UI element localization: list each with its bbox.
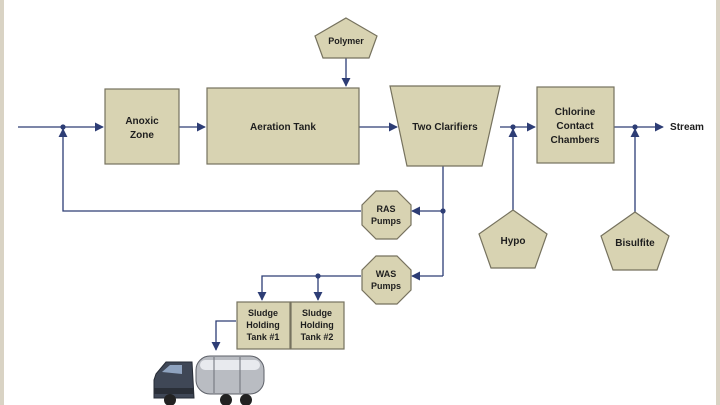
sludge-tank2-label-line2: Holding [300, 320, 334, 330]
hypo-label: Hypo [501, 236, 526, 247]
ras-pumps-octagon: RAS Pumps [361, 190, 412, 240]
was-pumps-octagon: WAS Pumps [361, 255, 412, 305]
chlorine-label-line1: Chlorine [555, 107, 596, 118]
sludge-tank2-label-line1: Sludge [302, 308, 332, 318]
sludge-truck-icon [153, 355, 265, 405]
right-frame-edge [716, 0, 720, 405]
ras-pumps-label-line1: RAS [376, 204, 395, 214]
left-frame-edge [0, 0, 4, 405]
sludge-tank2-label-line3: Tank #2 [301, 332, 334, 342]
junction-dot [632, 124, 638, 130]
junction-dot [315, 273, 321, 279]
chlorine-label-line2: Contact [556, 121, 594, 132]
hypo-pentagon: Hypo [478, 209, 548, 269]
tank-to-truck-line [211, 320, 236, 351]
junction-dot [510, 124, 516, 130]
aeration-tank-label: Aeration Tank [250, 122, 316, 133]
junction-dots [60, 124, 638, 279]
was-pumps-label-line2: Pumps [371, 281, 401, 291]
was-to-tank1-line [257, 275, 361, 301]
chlorine-label-line3: Chambers [551, 135, 600, 146]
connector-lines [18, 58, 664, 351]
anoxic-zone-box: Anoxic Zone [104, 88, 180, 165]
aeration-tank-box: Aeration Tank [206, 87, 360, 165]
sludge-holding-tank-2: Sludge Holding Tank #2 [290, 301, 345, 350]
stream-label: Stream [670, 122, 704, 133]
ras-return-line [58, 128, 361, 212]
junction-dot [440, 208, 446, 214]
was-pumps-label-line1: WAS [376, 269, 397, 279]
sludge-tank1-label-line1: Sludge [248, 308, 278, 318]
polymer-label: Polymer [328, 36, 364, 46]
polymer-pentagon: Polymer [314, 17, 378, 59]
clarifiers-unit: Two Clarifiers [389, 85, 501, 167]
chlorine-contact-box: Chlorine Contact Chambers [536, 86, 615, 164]
clarifiers-label: Two Clarifiers [412, 122, 478, 133]
bisulfite-label: Bisulfite [615, 238, 655, 249]
anoxic-zone-label-line2: Zone [130, 130, 154, 141]
sludge-tank1-label-line3: Tank #1 [247, 332, 280, 342]
bisulfite-pentagon: Bisulfite [600, 211, 670, 271]
anoxic-zone-label-line1: Anoxic [125, 116, 159, 127]
junction-dot [60, 124, 66, 130]
sludge-tank1-label-line2: Holding [246, 320, 280, 330]
ras-pumps-label-line2: Pumps [371, 216, 401, 226]
sludge-holding-tank-1: Sludge Holding Tank #1 [236, 301, 291, 350]
